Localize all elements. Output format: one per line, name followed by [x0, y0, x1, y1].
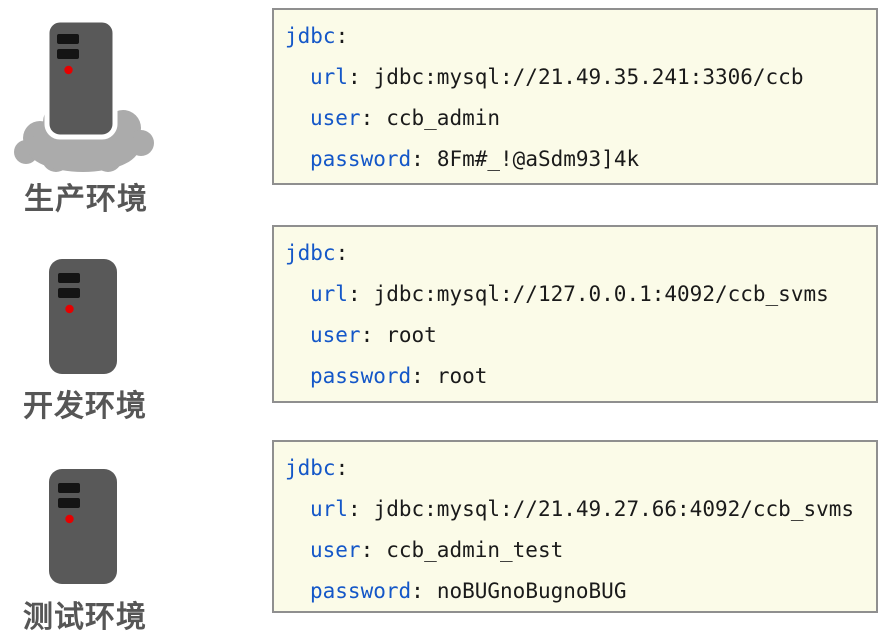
yaml-colon: : — [335, 241, 349, 265]
server-icon — [49, 259, 117, 374]
yaml-colon: : — [360, 106, 374, 130]
yaml-key: url — [310, 497, 348, 521]
yaml-url-line: url: jdbc:mysql://21.49.27.66:4092/ccb_sv… — [285, 489, 865, 530]
yaml-value: jdbc:mysql://127.0.0.1:4092/ccb_svms — [373, 282, 829, 306]
yaml-colon: : — [411, 364, 424, 388]
test-env-label: 测试环境 — [23, 600, 147, 633]
yaml-colon: : — [347, 497, 361, 521]
production-jdbc-config: jdbc: url: jdbc:mysql://21.49.35.241:3306… — [272, 8, 878, 185]
test-server-group — [49, 469, 117, 588]
yaml-root-line: jdbc: — [285, 16, 865, 57]
yaml-value: root — [386, 323, 437, 347]
yaml-key: jdbc — [285, 456, 336, 480]
yaml-key: password — [310, 147, 412, 171]
yaml-value: ccb_admin — [386, 106, 501, 130]
yaml-colon: : — [411, 147, 424, 171]
yaml-user-line: user: ccb_admin — [285, 98, 865, 139]
yaml-user-line: user: root — [285, 315, 865, 356]
yaml-root-line: jdbc: — [285, 448, 865, 489]
yaml-colon: : — [347, 65, 361, 89]
yaml-key: password — [310, 579, 412, 603]
development-jdbc-config: jdbc: url: jdbc:mysql://127.0.0.1:4092/cc… — [272, 225, 878, 403]
yaml-key: jdbc — [285, 241, 336, 265]
development-env-label: 开发环境 — [23, 389, 147, 424]
yaml-colon: : — [360, 538, 374, 562]
server-icon — [49, 469, 117, 584]
yaml-url-line: url: jdbc:mysql://127.0.0.1:4092/ccb_svms — [285, 274, 865, 315]
yaml-value: jdbc:mysql://21.49.27.66:4092/ccb_svms — [373, 497, 855, 521]
yaml-value: root — [436, 364, 488, 388]
yaml-password-line: password:8Fm#_!@aSdm93]4k — [285, 139, 865, 180]
yaml-key: user — [310, 323, 361, 347]
yaml-user-line: user: ccb_admin_test — [285, 530, 865, 571]
yaml-colon: : — [335, 24, 349, 48]
yaml-colon: : — [347, 282, 361, 306]
yaml-root-line: jdbc: — [285, 233, 865, 274]
server-cloud-icon — [14, 17, 154, 172]
yaml-password-line: password: noBUGnoBugnoBUG — [285, 571, 865, 611]
yaml-value: 8Fm#_!@aSdm93]4k — [436, 147, 640, 171]
test-jdbc-config: jdbc: url: jdbc:mysql://21.49.27.66:4092/… — [272, 440, 878, 613]
production-env-label: 生产环境 — [24, 182, 148, 217]
yaml-password-line: password: root — [285, 356, 865, 397]
yaml-key: jdbc — [285, 24, 336, 48]
yaml-value: ccb_admin_test — [386, 538, 564, 562]
production-server-group — [8, 17, 158, 184]
yaml-key: url — [310, 282, 348, 306]
yaml-colon: : — [335, 456, 349, 480]
yaml-value: jdbc:mysql://21.49.35.241:3306/ccb — [373, 65, 804, 89]
development-server-group — [49, 259, 117, 378]
yaml-key: user — [310, 538, 361, 562]
yaml-key: user — [310, 106, 361, 130]
yaml-colon: : — [360, 323, 374, 347]
yaml-key: password — [310, 364, 412, 388]
yaml-key: url — [310, 65, 348, 89]
yaml-value: noBUGnoBugnoBUG — [436, 579, 627, 603]
yaml-colon: : — [411, 579, 424, 603]
yaml-url-line: url: jdbc:mysql://21.49.35.241:3306/ccb — [285, 57, 865, 98]
